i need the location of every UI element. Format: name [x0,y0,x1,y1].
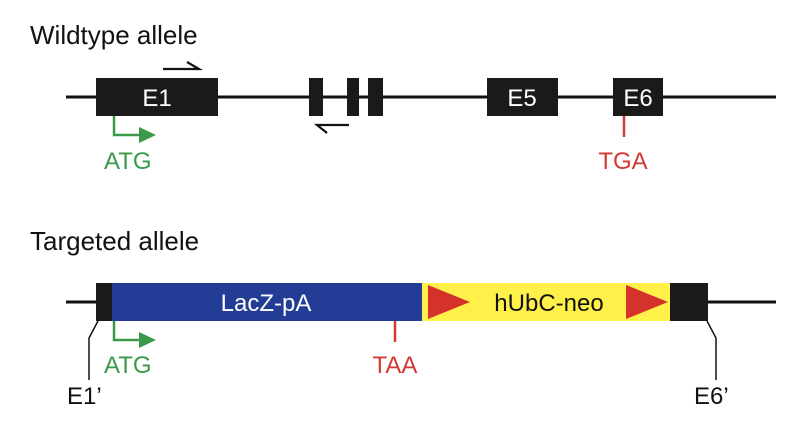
targeted-start-arrowhead-icon [139,332,156,348]
forward-primer-icon [163,61,204,71]
lacz-cassette [112,283,422,321]
start-codon-arrow-icon [112,116,140,137]
targeted-title: Targeted allele [30,226,199,256]
e1-prime-callout [88,320,99,380]
e1-prime-label: E1’ [67,383,102,410]
exon-e4 [368,78,383,116]
reverse-primer-icon [313,123,349,134]
exon-e5 [487,78,558,116]
targeted-stop-codon: TAA [373,352,418,379]
loxp-left-icon [428,285,470,319]
loxp-right-icon [626,285,668,319]
lacz-label: LacZ-pA [221,290,312,317]
exon-e1 [96,78,218,116]
start-codon-arrowhead-icon [139,127,156,143]
wildtype-start-codon: ATG [104,148,152,175]
e6-prime-callout [706,320,717,380]
exon-e1-prime [96,283,112,321]
e6-prime-label: E6’ [694,383,729,410]
wildtype-stop-codon: TGA [598,148,647,175]
exon-e2 [309,78,323,116]
neo-label: hUbC-neo [494,290,603,317]
targeted-start-arrow-icon [112,321,140,342]
exon-e6-prime [670,283,708,321]
wildtype-title: Wildtype allele [30,20,198,50]
exon-e6-label: E6 [623,85,652,112]
exon-e6 [613,78,663,116]
exon-e3 [347,78,359,116]
exon-e1-label: E1 [142,85,171,112]
exon-e5-label: E5 [507,85,536,112]
targeted-start-codon: ATG [104,352,152,379]
